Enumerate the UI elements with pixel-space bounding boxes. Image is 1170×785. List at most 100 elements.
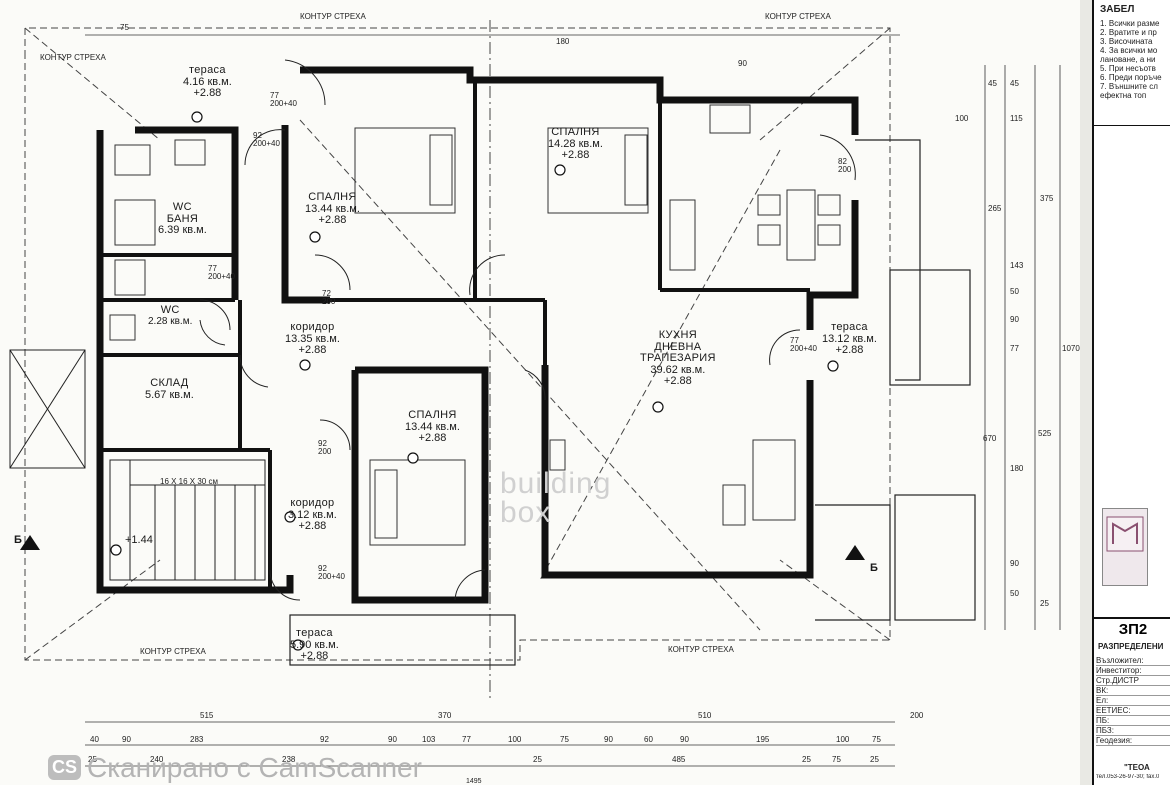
dim-label: 100 xyxy=(836,735,850,744)
dim-label: 510 xyxy=(698,711,712,720)
dim-label: 180 xyxy=(1010,464,1024,473)
room-area: 13.44 кв.м. xyxy=(305,202,360,215)
dim-label: 265 xyxy=(988,204,1002,213)
room-name: коридор xyxy=(290,497,335,509)
notes-list: 1. Всички разме 2. Вратите и пр 3. Височ… xyxy=(1094,19,1170,100)
note-item: 3. Височината xyxy=(1100,37,1153,46)
outer-walls xyxy=(96,66,859,604)
dim-label: 90 xyxy=(604,735,613,744)
role-row: Стр.ДИСТР xyxy=(1096,676,1170,686)
stairs xyxy=(109,459,266,581)
role-row: Възложител: xyxy=(1096,656,1170,666)
dim-label: 100 xyxy=(508,735,522,744)
room-level: +2.88 xyxy=(318,214,347,227)
contour-label: КОНТУР СТРЕХА xyxy=(300,12,366,21)
camscanner-text: Сканирано с CamScanner xyxy=(87,752,422,783)
door-label: 92 200+40 xyxy=(318,564,345,582)
door-label: 77 200+40 xyxy=(208,264,235,282)
company-name: "ТЕОА xyxy=(1124,763,1150,772)
room-area: 5.67 кв.м. xyxy=(145,388,194,401)
room-name: тераса xyxy=(831,321,868,333)
room-area: 13.35 кв.м. xyxy=(285,332,340,345)
dim-label: 143 xyxy=(1010,261,1024,270)
stamp-logo-icon xyxy=(1106,516,1144,552)
room-area: 2.28 кв.м. xyxy=(148,315,193,327)
role-row: ПБ: xyxy=(1096,716,1170,726)
room-level: +1.44 xyxy=(125,534,153,546)
dim-label: 90 xyxy=(680,735,689,744)
room-level: +2.88 xyxy=(298,344,327,357)
dim-label: 25 xyxy=(1040,599,1049,608)
role-row: Инвеститор: xyxy=(1096,666,1170,676)
room-terrace-bottom: тераса 5.90 кв.м. +2.88 xyxy=(290,627,339,663)
dim-label: 75 xyxy=(120,23,129,32)
door-label: 92 200 xyxy=(318,439,332,457)
dim-label: 485 xyxy=(672,755,686,764)
roles-list: Възложител: Инвеститор: Стр.ДИСТР ВК: Ел… xyxy=(1096,656,1170,746)
watermark-line: building xyxy=(500,467,612,500)
dim-label: 45 xyxy=(1010,79,1019,88)
room-name: СПАЛНЯ xyxy=(408,409,457,421)
dim-label: 1070 xyxy=(1062,344,1080,353)
notes-title: ЗАБЕЛ xyxy=(1100,4,1135,15)
room-corridor-1: коридор 13.35 кв.м. +2.88 xyxy=(285,321,340,357)
dim-label: 50 xyxy=(1010,287,1019,296)
dim-label: 60 xyxy=(644,735,653,744)
floor-plan-drawing xyxy=(9,0,1092,785)
room-bedroom-3: СПАЛНЯ 13.44 кв.м. +2.88 xyxy=(405,409,460,445)
dim-label: 195 xyxy=(756,735,770,744)
dim-label: 103 xyxy=(422,735,436,744)
role-row: ВК: xyxy=(1096,686,1170,696)
room-name: СПАЛНЯ xyxy=(308,191,357,203)
dim-label: 90 xyxy=(738,59,747,68)
room-stair-level: +1.44 xyxy=(125,534,153,547)
watermark-line: box xyxy=(500,495,552,529)
room-bedroom-2: СПАЛНЯ 14.28 кв.м. +2.88 xyxy=(548,126,603,162)
dim-label: 670 xyxy=(983,434,997,443)
contour-label: КОНТУР СТРЕХА xyxy=(40,53,106,62)
role-row: ЕЕТИЕС: xyxy=(1096,706,1170,716)
note-item: лановане, а ни xyxy=(1100,55,1156,64)
stamp-logo xyxy=(1102,508,1148,586)
room-name: коридор xyxy=(290,321,335,333)
note-item: 2. Вратите и пр xyxy=(1100,28,1157,37)
sheet-code: ЗП2 xyxy=(1094,617,1170,638)
dimension-lines xyxy=(85,34,1061,767)
dim-label: 90 xyxy=(388,735,397,744)
door-label: 82 200 xyxy=(838,157,852,175)
room-area: 6.39 кв.м. xyxy=(158,224,207,237)
room-level: +2.88 xyxy=(663,375,692,388)
room-terrace-right: тераса 13.12 кв.м. +2.88 xyxy=(822,321,877,357)
dim-label: 525 xyxy=(1038,429,1052,438)
dim-label: 90 xyxy=(1010,315,1019,324)
room-area: 39.62 кв.м. xyxy=(650,363,706,376)
dim-label: 115 xyxy=(1010,114,1023,123)
room-corridor-2: коридор 3.12 кв.м. +2.88 xyxy=(288,497,337,533)
note-item: 5. При несъотв xyxy=(1100,64,1156,73)
dim-label: 90 xyxy=(1010,559,1019,568)
room-name: СКЛАД xyxy=(150,377,189,389)
section-title: РАЗПРЕДЕЛЕНИ xyxy=(1098,642,1164,651)
room-kitchen: КУХНЯ ДНЕВНА ТРАПЕЗАРИЯ 39.62 кв.м. +2.8… xyxy=(640,329,716,388)
dim-label: 283 xyxy=(190,735,204,744)
door-label: 92 200+40 xyxy=(253,131,280,149)
dim-label: 40 xyxy=(90,735,99,744)
contour-label: КОНТУР СТРЕХА xyxy=(668,645,734,654)
dim-label: 45 xyxy=(988,79,997,88)
contour-label: КОНТУР СТРЕХА xyxy=(140,647,206,656)
room-level: +2.88 xyxy=(561,149,590,162)
section-markers xyxy=(20,535,865,560)
note-item: 7. Външните сл xyxy=(1100,82,1158,91)
room-name: СПАЛНЯ xyxy=(551,126,600,138)
door-label: 77 200+40 xyxy=(270,91,297,109)
note-item: 1. Всички разме xyxy=(1100,19,1160,28)
bottom-terrace xyxy=(289,614,516,666)
divider xyxy=(1094,125,1170,126)
room-storage: СКЛАД 5.67 кв.м. xyxy=(145,377,194,401)
dim-label: 200 xyxy=(910,711,924,720)
dim-label: 25 xyxy=(533,755,542,764)
room-area: 14.28 кв.м. xyxy=(548,137,603,150)
section-mark: Б xyxy=(870,562,878,574)
camscanner-badge: CS xyxy=(48,755,82,780)
